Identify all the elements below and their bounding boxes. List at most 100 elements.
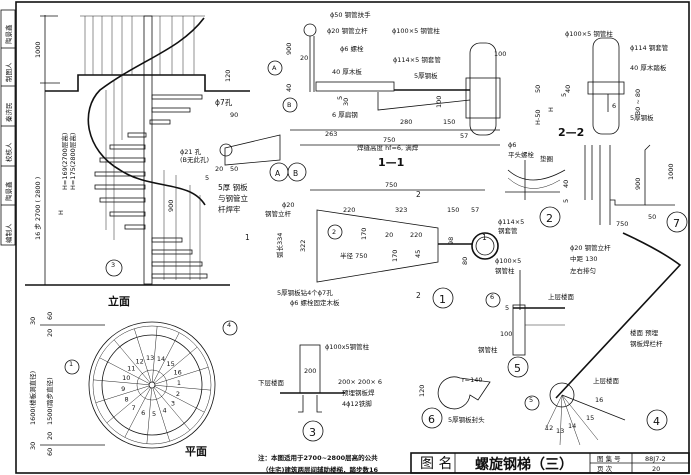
dim-5: 5 (505, 304, 509, 312)
dim-100: 100 (500, 330, 512, 338)
elevation-dim-h: H (57, 210, 65, 215)
dim: 100 (435, 96, 443, 108)
plan-step-line (146, 387, 152, 444)
dim: 6 (612, 102, 616, 110)
dim-750: 750 (616, 220, 628, 228)
plan-step-line (113, 339, 151, 383)
elevation-title: 立面 (108, 294, 130, 308)
plan-step-line (95, 385, 150, 403)
plan-step-number: 6 (141, 409, 145, 417)
radius-label: 半径 750 (340, 251, 367, 260)
detail-3: ϕ100x5钢管柱 200 下层楼面 200× 200× 6 预埋钢板焊 4ϕ1… (258, 342, 382, 442)
dim-80: 80 (461, 257, 469, 265)
floor-label: 上层楼面 (593, 376, 620, 385)
plate1-label: 200× 200× 6 (338, 378, 382, 386)
page-label: 页 次 (597, 464, 613, 473)
detail-6: 120 r=140 6 5厚钢板封头 (418, 376, 491, 429)
signature-sidebar: 陶景鑫 制图人 秦济民 校核人 陶景鑫 编制人 (0, 9, 16, 246)
dim-220b: 220 (410, 231, 422, 239)
note2: ϕ6 螺栓固定木板 (290, 298, 340, 307)
plan-step-line (154, 385, 211, 391)
elevation-dim-120: 120 (224, 70, 232, 82)
dim: 100 (494, 50, 506, 58)
sidebar-cell: 编制人 (4, 223, 13, 243)
hole21-label: ϕ21 孔 (180, 148, 202, 156)
detail-5-number: 5 (514, 362, 521, 375)
dim: 900 (285, 43, 293, 55)
dim: 20 (46, 329, 54, 337)
section-1-1: ϕ50 钢管扶手 ϕ20 钢管立杆 ϕ6 螺栓 ϕ100×5 钢管柱 ϕ114×… (267, 10, 506, 169)
detail-2-number: 2 (546, 212, 553, 225)
dim: 30 (342, 98, 350, 106)
dim-57: 57 (471, 206, 479, 214)
note-3: 杆焊牢 (218, 204, 241, 214)
dim-98: 98 (447, 237, 455, 245)
sleeve-label: ϕ114×5 (498, 218, 524, 226)
dim-323: 323 (395, 206, 407, 214)
note-line-1: 注：本图适用于2700~2800层高的公共 (258, 453, 378, 462)
elevation-view: 1000 16 步 2700 ( 2800 ) H=169(2700层高) H=… (25, 15, 250, 308)
dim-45: 45 (414, 250, 422, 258)
sidebar-cell: 制图人 (4, 62, 13, 82)
dim-20: 20 (215, 165, 223, 173)
dim: 30 ~ 80 (634, 89, 642, 115)
plan-step-number: 12 (136, 357, 144, 365)
dim-150: 150 (447, 206, 459, 214)
column-label: ϕ100x5钢管柱 (325, 342, 370, 351)
arc-label: 弧长334 (275, 233, 284, 258)
dim-50: 50 (230, 165, 238, 173)
note-line-2: （住宅)建筑两层间辅助楼梯，踏步数16 (262, 465, 378, 474)
plan-step-number: 14 (157, 355, 165, 363)
dim: 150 (443, 118, 455, 126)
detail-2: ϕ6 平头螺栓 垫圈 40 5 2 (505, 141, 570, 228)
dim: 20 (300, 54, 308, 62)
bolt2-label: 平头螺栓 (508, 150, 535, 159)
detail-4-number: 4 (653, 415, 660, 428)
dim: 750 (383, 136, 395, 144)
label-b: B (293, 169, 298, 178)
cut-2-top: 2 (416, 190, 421, 199)
detail-7: 900 1000 750 50 7 (584, 144, 688, 233)
wood-label: 40 厚木踏板 (630, 63, 667, 72)
dim: 60 (46, 312, 54, 320)
plan-step-number: 9 (121, 385, 125, 393)
dim-322: 322 (299, 240, 307, 252)
hole7-label: ϕ7孔 (215, 98, 233, 107)
detail-4: 楼面 预埋 钢板焊栏杆 上层楼面 12 13 14 15 16 5 4 (524, 232, 682, 446)
floor-label: 上层楼面 (548, 292, 575, 301)
hook-label: 左右排匀 (570, 266, 596, 275)
plan-step-number: 7 (131, 404, 135, 412)
plan-step-line (154, 346, 198, 384)
detail-1-plan: 750 220 323 150 57 ϕ20 钢管立杆 弧长334 322 17… (245, 181, 524, 309)
detail-ab: ϕ7孔 90 ϕ21 孔 (B无此孔) 20 50 5 5厚 钢板 与钢管立 杆… (180, 98, 307, 214)
dim-20: 20 (385, 231, 393, 239)
dim-5: 5 (562, 199, 570, 203)
step-13: 13 (556, 427, 564, 435)
cut-1-right: 1 (482, 233, 487, 242)
dim: 40 (285, 84, 293, 92)
sidebar-cell: 秦济民 (4, 103, 13, 123)
dim-90: 90 (230, 111, 238, 119)
spacing-label: 中距 130 (570, 254, 597, 263)
plan-step-number: 2 (176, 390, 180, 398)
note-label: 5厚钢板封头 (448, 415, 485, 424)
plan-step-line (153, 387, 191, 431)
atlas-label: 图 集 号 (597, 454, 621, 463)
column2-label: 钢管柱 (495, 266, 515, 275)
elevation-dim-1000: 1000 (34, 41, 42, 58)
detail-5: ϕ20 钢管立杆 中距 130 左右排匀 上层楼面 钢管柱 100 5 6 5 (478, 243, 611, 378)
section-1-1-title: 1—1 (378, 156, 404, 169)
radius-label: r=140 (462, 376, 483, 384)
plan-step-number: 13 (146, 354, 154, 362)
plan-step-line (153, 332, 180, 383)
post-label: ϕ20 (282, 201, 295, 209)
dim-inner: 1500(踏步直径) (45, 377, 54, 425)
cut-1-left: 1 (245, 233, 250, 242)
plan-step-line (134, 328, 152, 383)
plate-label: 5厚钢板 (414, 71, 438, 80)
plate2-label: 预埋钢板焊 (342, 388, 375, 397)
dim: 40 (564, 85, 572, 93)
dim-40: 40 (562, 180, 570, 188)
plan-step-number: 4 (162, 407, 166, 415)
